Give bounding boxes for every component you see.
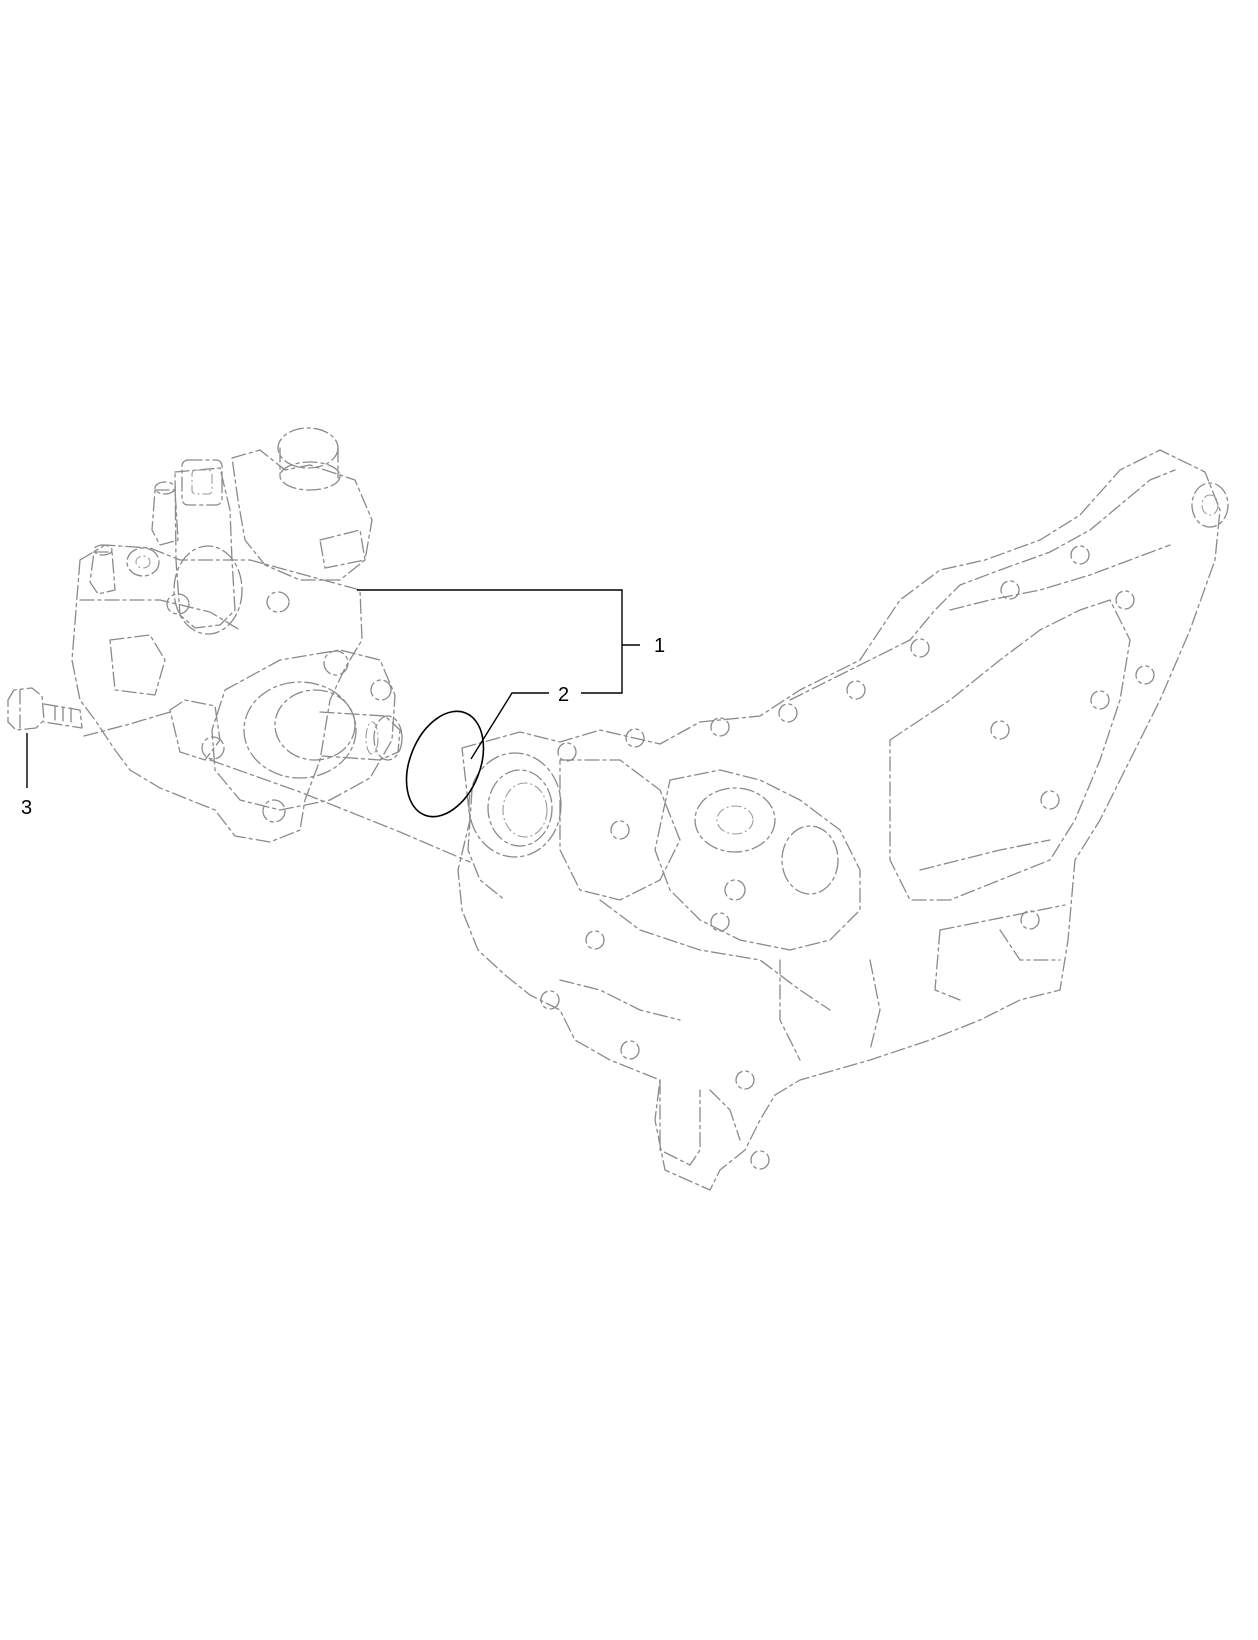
- leader-line-2: [470, 692, 549, 760]
- callout-3: 3: [21, 797, 32, 819]
- o-ring: [405, 710, 485, 818]
- callout-2: 2: [558, 684, 569, 706]
- engine-housing: [457, 449, 1229, 1191]
- mounting-bolt: [7, 687, 171, 737]
- leader-line-1: [357, 589, 623, 694]
- callout-leaders: [26, 589, 640, 788]
- callout-labels: 1 2 3: [21, 635, 665, 819]
- fuel-pump: [71, 427, 471, 863]
- callout-1: 1: [654, 635, 665, 657]
